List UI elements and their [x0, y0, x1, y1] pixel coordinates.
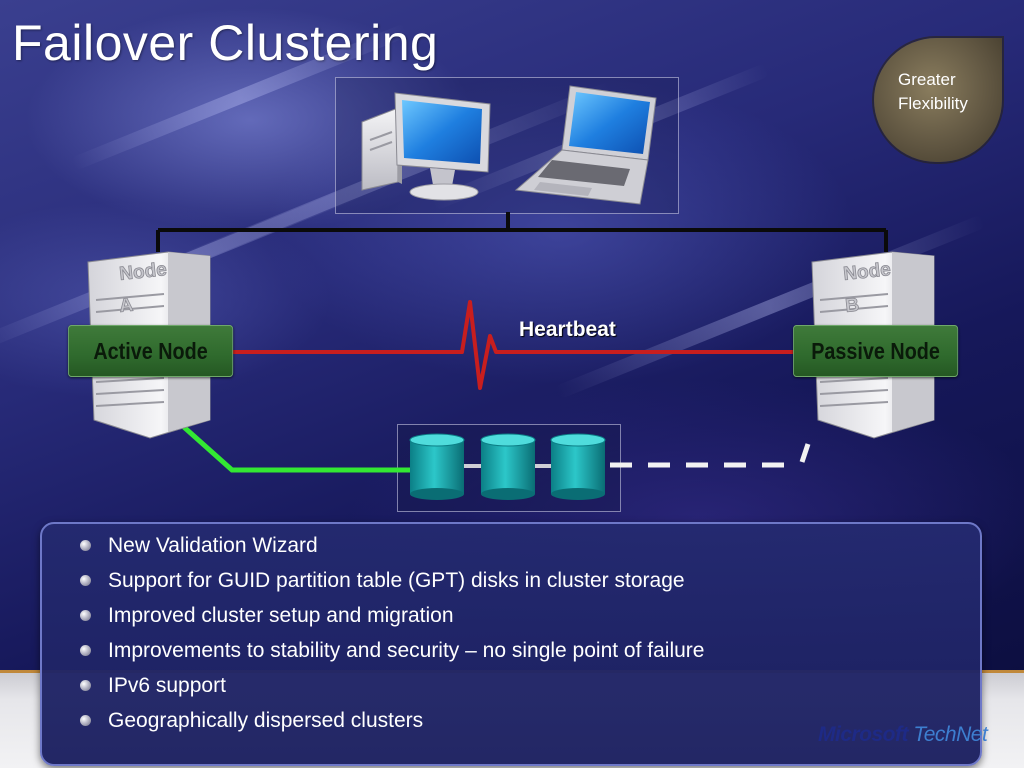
bullet-text: Improved cluster setup and migration — [108, 604, 454, 627]
microsoft-technet-logo: Microsoft TechNet — [818, 723, 988, 747]
logo-brand: Microsoft — [818, 723, 909, 746]
node-a-icon-letter: A — [118, 295, 134, 317]
bullet-dot-icon — [80, 610, 91, 621]
heartbeat-label: Heartbeat — [519, 318, 616, 341]
bullet-text: New Validation Wizard — [108, 534, 318, 557]
feature-bullets-panel: New Validation Wizard Support for GUID p… — [40, 522, 982, 766]
badge-line-1: Greater — [898, 70, 956, 89]
bullet-dot-icon — [80, 575, 91, 586]
node-b-icon-label: Node — [842, 259, 891, 285]
bullet-text: Geographically dispersed clusters — [108, 709, 424, 732]
slide-title: Failover Clustering — [12, 15, 439, 71]
logo-product: TechNet — [913, 723, 988, 746]
disk-cylinder-icon — [550, 433, 606, 500]
bullet-item: Improved cluster setup and migration — [80, 602, 704, 637]
bullet-text: Support for GUID partition table (GPT) d… — [108, 569, 685, 592]
network-connection-lines — [156, 212, 888, 252]
heartbeat-line — [232, 300, 796, 390]
bullet-text: Improvements to stability and security –… — [108, 639, 705, 662]
badge-text: Greater Flexibility — [898, 68, 998, 116]
storage-disks — [409, 433, 606, 500]
bullet-item: Geographically dispersed clusters — [80, 707, 704, 742]
desktop-computer-icon — [361, 92, 491, 201]
bullet-dot-icon — [80, 715, 91, 726]
passive-node-label: Passive Node — [793, 325, 959, 377]
passive-storage-link-end — [799, 443, 811, 463]
laptop-icon — [514, 85, 657, 205]
feature-bullet-list: New Validation Wizard Support for GUID p… — [80, 532, 704, 742]
node-b-icon-letter: B — [844, 295, 860, 317]
bullet-item: IPv6 support — [80, 672, 704, 707]
active-storage-link — [174, 418, 410, 473]
node-a-icon-label: Node — [118, 259, 167, 285]
bullet-item: New Validation Wizard — [80, 532, 704, 567]
active-node-label: Active Node — [68, 325, 234, 377]
disk-cylinder-icon — [409, 433, 465, 500]
greater-flexibility-badge: Greater Flexibility — [874, 38, 1002, 162]
disk-cylinder-icon — [480, 433, 536, 500]
badge-line-2: Flexibility — [898, 94, 968, 113]
bullet-dot-icon — [80, 540, 91, 551]
bullet-dot-icon — [80, 645, 91, 656]
bullet-text: IPv6 support — [108, 674, 226, 697]
bullet-dot-icon — [80, 680, 91, 691]
bullet-item: Improvements to stability and security –… — [80, 637, 704, 672]
bullet-item: Support for GUID partition table (GPT) d… — [80, 567, 704, 602]
